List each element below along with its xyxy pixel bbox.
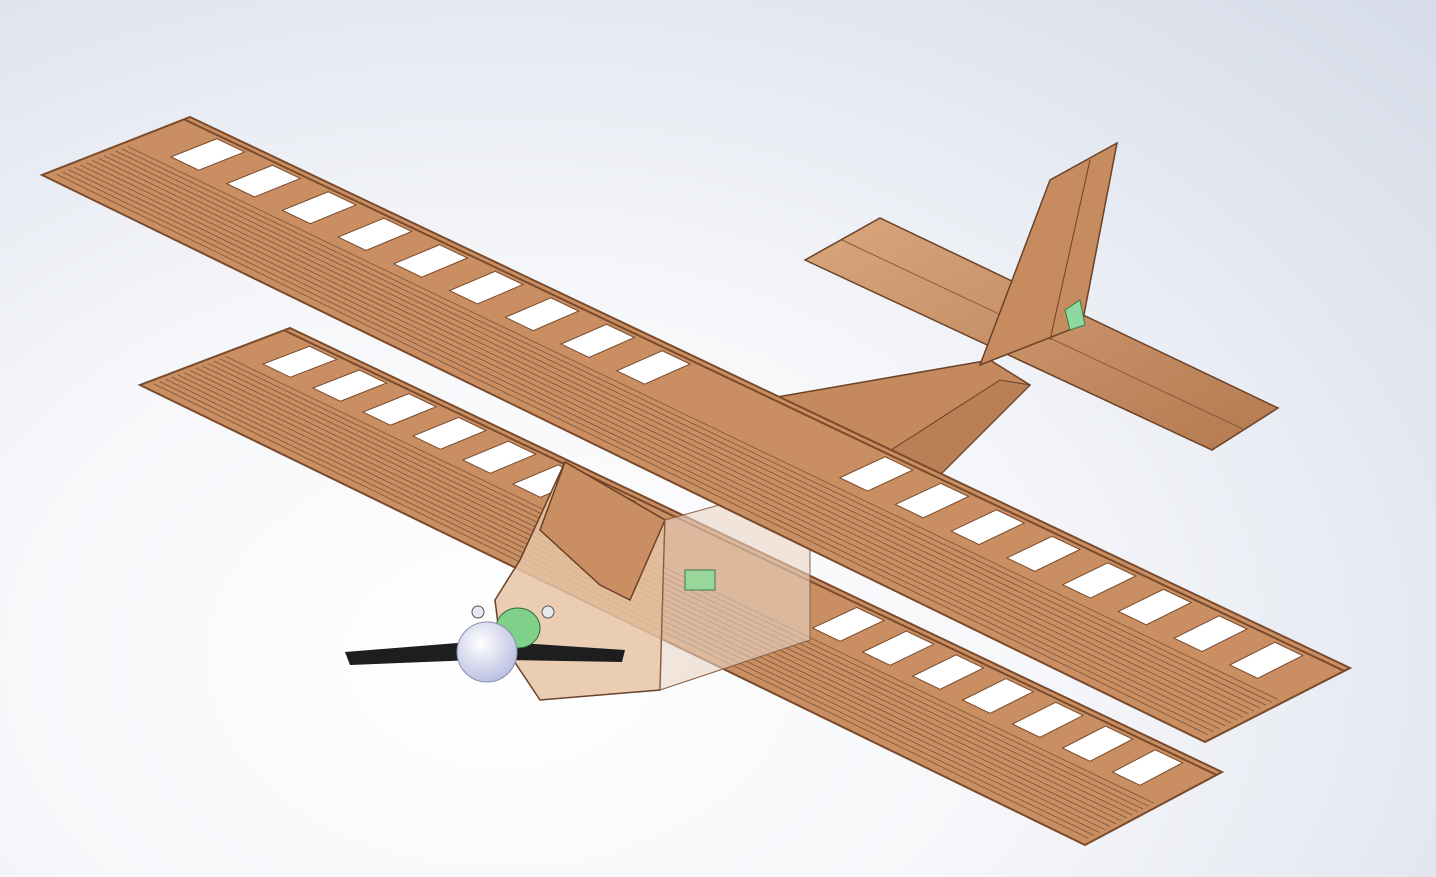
- sheeting-plank: [56, 173, 1209, 736]
- sheeting-plank: [127, 146, 1278, 700]
- rib-bay-opening: [225, 164, 302, 198]
- rib-bay-opening: [261, 345, 338, 378]
- rib-bay-opening: [504, 297, 580, 332]
- propeller[interactable]: [345, 642, 625, 665]
- top-wing: [39, 115, 1353, 744]
- rib-bay-opening: [961, 678, 1035, 714]
- rib-bay-opening: [1061, 725, 1134, 762]
- fuselage-nose: [494, 459, 811, 701]
- rib-bay-opening: [615, 350, 692, 385]
- sheeting-plank: [68, 169, 1220, 730]
- sheeting-plank: [103, 155, 1255, 712]
- rib-bay-opening: [1005, 535, 1082, 572]
- sheeting-plank: [86, 162, 1238, 721]
- rib-bay-opening: [361, 393, 438, 426]
- rib-bay-opening: [950, 509, 1026, 546]
- rib-bay-opening: [392, 244, 469, 278]
- rib-bay-opening: [1228, 641, 1304, 679]
- rib-bay-opening: [1117, 588, 1193, 626]
- rib-bay-opening: [911, 654, 985, 690]
- rib-bay-opening: [461, 440, 537, 474]
- rib-bay-opening: [411, 416, 488, 450]
- sheeting-plank: [115, 150, 1267, 706]
- rib-bay-opening: [1061, 562, 1137, 599]
- rib-bay-opening: [336, 217, 413, 252]
- rib-bay-opening: [448, 270, 525, 305]
- rib-bay-opening: [838, 456, 915, 492]
- rib-bay-opening: [1011, 701, 1085, 738]
- rib-bay-opening: [861, 630, 935, 666]
- trailing-edge: [183, 118, 1345, 672]
- sheeting-plank: [74, 167, 1226, 727]
- sheeting-plank: [62, 171, 1214, 733]
- spinner: [456, 621, 518, 683]
- rib-bay-opening: [311, 369, 388, 402]
- sheeting-plank: [97, 157, 1249, 715]
- rib-bay-opening: [1111, 749, 1184, 786]
- vertical-fin: [978, 141, 1119, 367]
- sheeting-plank: [121, 148, 1272, 703]
- sheeting-plank: [80, 164, 1232, 724]
- rib-bay-opening: [894, 482, 970, 519]
- rib-bay-opening: [281, 191, 358, 225]
- sheeting-plank: [92, 160, 1243, 718]
- rib-bay-opening: [1173, 615, 1249, 653]
- rib-bay-opening: [559, 323, 636, 358]
- sheeting-plank: [109, 153, 1261, 709]
- rib-bay-opening: [169, 138, 246, 171]
- rib-bay-opening: [811, 606, 886, 642]
